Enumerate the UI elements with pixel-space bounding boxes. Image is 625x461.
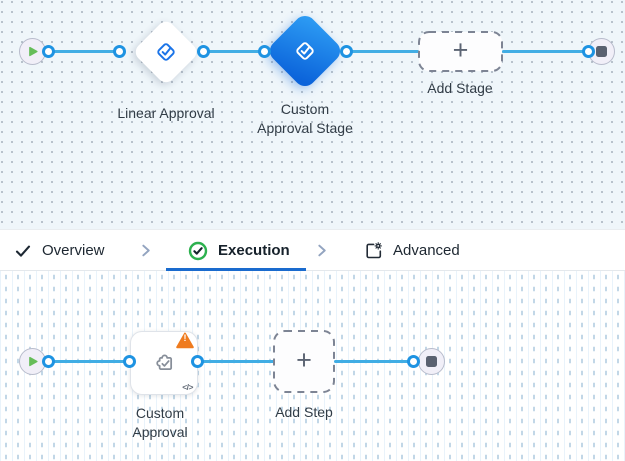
warning-glyph: ! — [183, 333, 187, 343]
label-text: Add Step — [275, 404, 333, 420]
label-line: Custom — [280, 101, 330, 117]
play-icon — [29, 356, 38, 367]
port[interactable] — [339, 45, 353, 58]
check-circle-icon — [188, 241, 208, 260]
tab-label: Overview — [42, 242, 105, 259]
port[interactable] — [190, 355, 204, 368]
plus-icon: + — [296, 345, 312, 375]
play-icon — [29, 46, 38, 57]
label-text: Linear Approval — [117, 105, 215, 121]
tab-overview[interactable]: Overview — [14, 230, 105, 271]
approval-check-icon — [157, 43, 175, 61]
port[interactable] — [196, 45, 210, 58]
label-line: Approval — [132, 424, 188, 440]
tab-label: Advanced — [393, 242, 460, 259]
chevron-right-icon — [142, 244, 150, 257]
tab-advanced[interactable]: Advanced — [364, 230, 460, 271]
edge-addstep-end — [334, 360, 414, 363]
code-icon: </> — [182, 382, 193, 392]
label-line: Custom — [135, 405, 185, 421]
end-node[interactable] — [588, 38, 615, 65]
dashed-frame — [418, 31, 503, 72]
custom-approval-step-label: Custom Approval — [100, 404, 220, 442]
linear-approval-label: Linear Approval — [86, 104, 246, 123]
port[interactable] — [257, 45, 271, 58]
plus-icon: + — [452, 35, 469, 65]
check-icon — [15, 245, 31, 257]
edge-addstage-end — [502, 50, 589, 53]
chevron-right-icon — [318, 244, 326, 257]
dashed-frame — [273, 330, 335, 393]
edge-step-addstep — [201, 360, 275, 363]
stop-icon — [596, 46, 607, 57]
warning-triangle-icon: ! — [176, 332, 194, 349]
port[interactable] — [112, 45, 126, 58]
edge-custom-addstage — [346, 50, 419, 53]
stop-icon — [426, 356, 437, 367]
edge-start-step — [48, 360, 125, 363]
stage-canvas: + Linear Approval Custom Approval Stage … — [0, 0, 625, 229]
step-canvas: </> ! + Custom Approval Add Step — [0, 271, 625, 461]
port[interactable] — [41, 355, 55, 368]
add-step-button[interactable]: + — [273, 330, 335, 393]
settings-square-icon — [366, 242, 382, 259]
edge-linear-custom — [202, 50, 265, 53]
tab-label: Execution — [218, 242, 290, 259]
label-text: Add Stage — [427, 80, 493, 96]
port[interactable] — [406, 355, 420, 368]
port[interactable] — [122, 355, 136, 368]
stage-tabbar: Overview Execution Advanced — [0, 229, 625, 271]
approval-check-icon — [296, 42, 314, 60]
custom-approval-stage-label: Custom Approval Stage — [245, 100, 365, 138]
port[interactable] — [581, 45, 595, 58]
add-stage-label: Add Stage — [400, 79, 520, 98]
add-step-label: Add Step — [244, 403, 364, 422]
puzzle-check-icon — [156, 354, 173, 370]
label-line: Approval Stage — [257, 120, 353, 136]
port[interactable] — [41, 45, 55, 58]
add-stage-button[interactable]: + — [418, 31, 503, 72]
edge-start-linear — [48, 50, 121, 53]
active-tab-underline — [166, 268, 306, 271]
tab-execution[interactable]: Execution — [188, 230, 290, 271]
end-node[interactable] — [418, 348, 445, 375]
